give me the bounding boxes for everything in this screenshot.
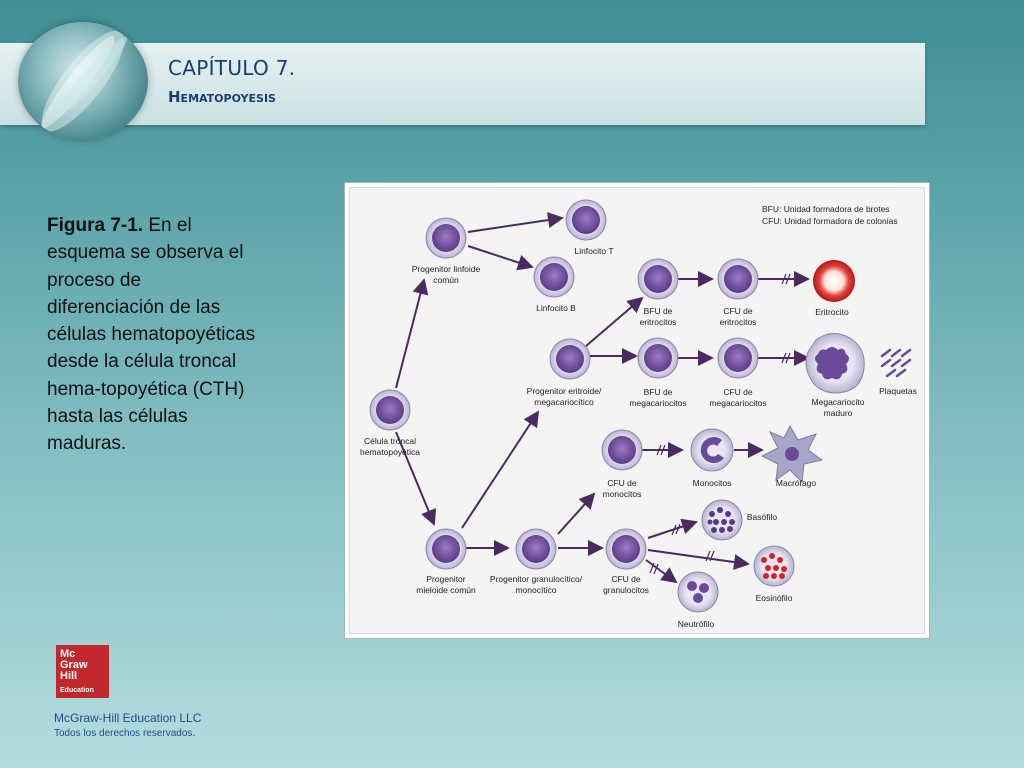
- lymphoid-progenitor-cell: [425, 217, 467, 259]
- platelets-icon: [880, 348, 912, 378]
- macrophage-cell: [760, 424, 824, 484]
- label-megakaryocyte-2: maduro: [824, 408, 853, 418]
- label-bfu-e-1: BFU de: [644, 306, 673, 316]
- cfu-m-cell: [717, 337, 759, 379]
- cfu-e-cell: [717, 258, 759, 300]
- label-platelets: Plaquetas: [879, 386, 917, 396]
- myeloid-progenitor-cell: [425, 528, 467, 570]
- basophil-cell: [701, 499, 743, 541]
- hematopoiesis-figure: BFU: Unidad formadora de brotes CFU: Uni…: [344, 182, 930, 639]
- logo-line-1: Mc: [60, 648, 76, 660]
- cfu-mono-cell: [601, 429, 643, 471]
- logo-line-4: Education: [60, 687, 94, 694]
- label-eosinophil: Eosinófilo: [756, 593, 793, 603]
- caption-label: Figura 7-1.: [47, 215, 144, 236]
- label-monocyte: Monocitos: [693, 478, 732, 488]
- label-bfu-m-2: megacariocitos: [629, 398, 686, 408]
- footer-rights: Todos los derechos reservados.: [54, 728, 196, 739]
- label-neutrophil: Neutrófilo: [678, 619, 715, 629]
- mcgraw-hill-logo: Mc Graw Hill Education: [56, 645, 109, 698]
- label-cth-1: Célula troncal: [364, 436, 416, 446]
- eosinophil-cell: [753, 545, 795, 587]
- chapter-heading: CAPÍTULO 7.: [168, 56, 296, 80]
- chromosome-image: [18, 22, 148, 140]
- gm-progenitor-cell: [515, 528, 557, 570]
- erythrocyte-cell: [813, 260, 855, 302]
- monocyte-cell: [690, 428, 734, 472]
- label-cfu-m-1: CFU de: [723, 387, 753, 397]
- footer-company: McGraw-Hill Education LLC: [54, 711, 202, 725]
- hematopoiesis-diagram: BFU: Unidad formadora de brotes CFU: Uni…: [360, 199, 917, 629]
- label-erythrocyte: Eritrocito: [815, 307, 849, 317]
- label-lymphoid-2: común: [433, 275, 459, 285]
- label-t: Linfocito T: [574, 246, 613, 256]
- bfu-m-cell: [637, 337, 679, 379]
- label-erymeg-2: megacariocítico: [534, 397, 594, 407]
- neutrophil-cell: [677, 571, 719, 613]
- label-cfu-mono-2: monocitos: [603, 489, 642, 499]
- label-b: Linfocito B: [536, 303, 576, 313]
- label-gm-1: Progenitor granulocítico/: [490, 574, 583, 584]
- megakaryocyte-cell: [805, 333, 865, 394]
- label-myeloid-2: mieloide común: [416, 585, 476, 595]
- label-gm-2: monocítico: [515, 585, 556, 595]
- label-megakaryocyte-1: Megacariocito: [812, 397, 865, 407]
- break-marks: [649, 273, 791, 575]
- title-banner: [0, 43, 925, 125]
- label-macrophage: Macrófago: [776, 478, 816, 488]
- label-cth-2: hematopoyética: [360, 447, 420, 457]
- figure-caption: Figura 7-1. En el esquema se observa el …: [47, 212, 262, 458]
- label-bfu-m-1: BFU de: [644, 387, 673, 397]
- label-cfu-gran-2: granulocitos: [603, 585, 649, 595]
- label-myeloid-1: Progenitor: [426, 574, 465, 584]
- label-cfu-e-2: eritrocitos: [720, 317, 757, 327]
- b-lymphocyte-cell: [533, 256, 575, 298]
- cell-labels: Célula troncal hematopoyética Progenitor…: [360, 246, 917, 629]
- arrows: [395, 212, 810, 584]
- cth-cell: [369, 389, 411, 431]
- label-cfu-m-2: megacariocitos: [709, 398, 766, 408]
- progenitor-cells: [369, 199, 759, 570]
- legend-cfu: CFU: Unidad formadora de colonias: [762, 216, 898, 226]
- label-cfu-mono-1: CFU de: [607, 478, 637, 488]
- cfu-gran-cell: [605, 528, 647, 570]
- bfu-e-cell: [637, 258, 679, 300]
- label-cfu-e-1: CFU de: [723, 306, 753, 316]
- label-erymeg-1: Progenitor eritroide/: [527, 386, 602, 396]
- figure-panel: BFU: Unidad formadora de brotes CFU: Uni…: [349, 187, 925, 634]
- erymeg-progenitor-cell: [549, 338, 591, 380]
- caption-text: En el esquema se observa el proceso de d…: [47, 215, 256, 455]
- label-cfu-gran-1: CFU de: [611, 574, 641, 584]
- label-lymphoid-1: Progenitor linfoide: [412, 264, 481, 274]
- label-bfu-e-2: eritrocitos: [640, 317, 677, 327]
- t-lymphocyte-cell: [565, 199, 607, 241]
- label-basophil: Basófilo: [747, 512, 778, 522]
- logo-line-3: Hill: [60, 670, 78, 682]
- logo-line-2: Graw: [60, 659, 88, 671]
- chapter-title: Hematopoyesis: [168, 88, 276, 106]
- legend-bfu: BFU: Unidad formadora de brotes: [762, 204, 890, 214]
